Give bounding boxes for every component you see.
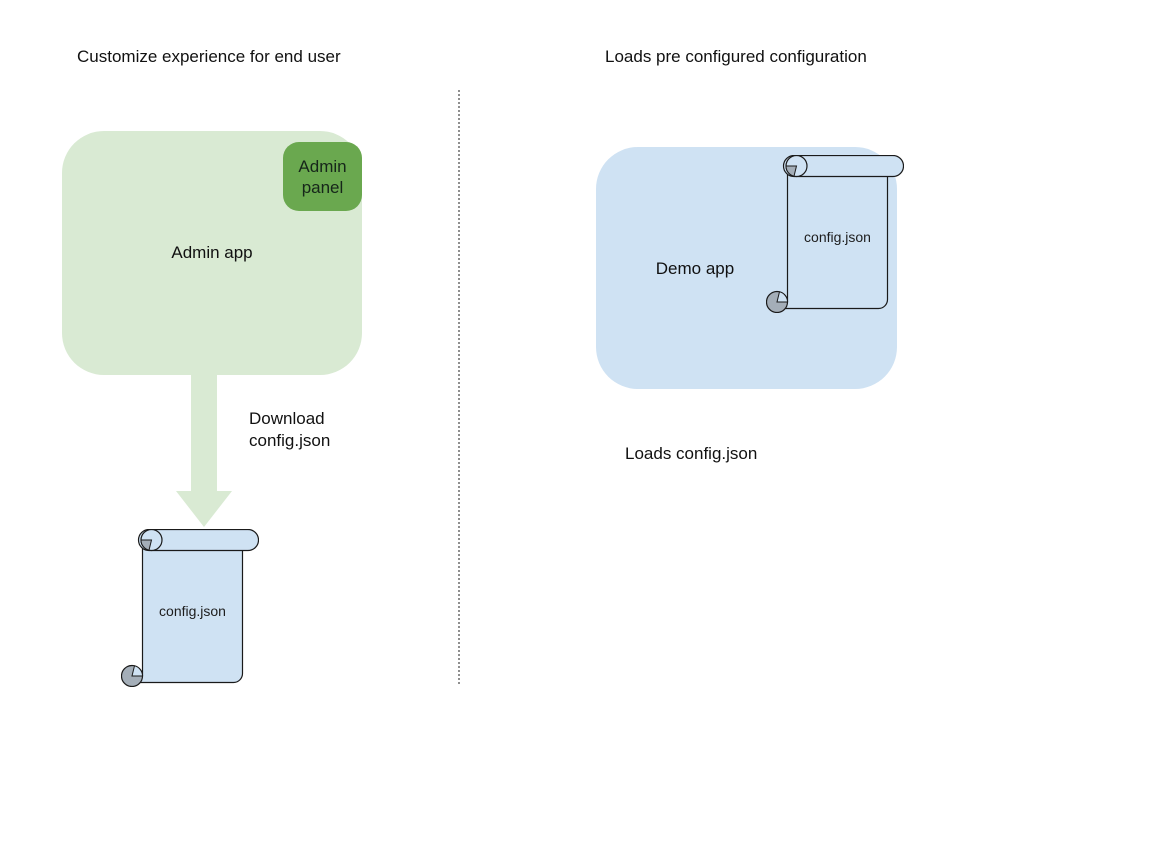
config-file-label-right: config.json — [804, 229, 871, 245]
admin-panel-label: Admin panel — [298, 156, 347, 197]
config-file-scroll-right: config.json — [766, 155, 904, 313]
download-caption-line1: Download — [249, 409, 325, 428]
loads-caption: Loads config.json — [625, 444, 758, 463]
left-section-heading: Customize experience for end user — [77, 47, 341, 66]
download-caption-line2: config.json — [249, 431, 331, 450]
download-caption: Download config.json — [249, 408, 330, 452]
download-arrow-icon — [176, 374, 232, 527]
right-section-heading: Loads pre configured configuration — [605, 47, 867, 66]
demo-app-label: Demo app — [655, 259, 735, 278]
admin-app-box: Admin app Admin panel — [62, 131, 362, 375]
section-divider — [458, 90, 460, 686]
config-file-label-left: config.json — [159, 603, 226, 619]
admin-app-label: Admin app — [171, 243, 253, 262]
admin-panel-box: Admin panel — [283, 142, 362, 211]
config-file-scroll-left: config.json — [121, 529, 259, 687]
